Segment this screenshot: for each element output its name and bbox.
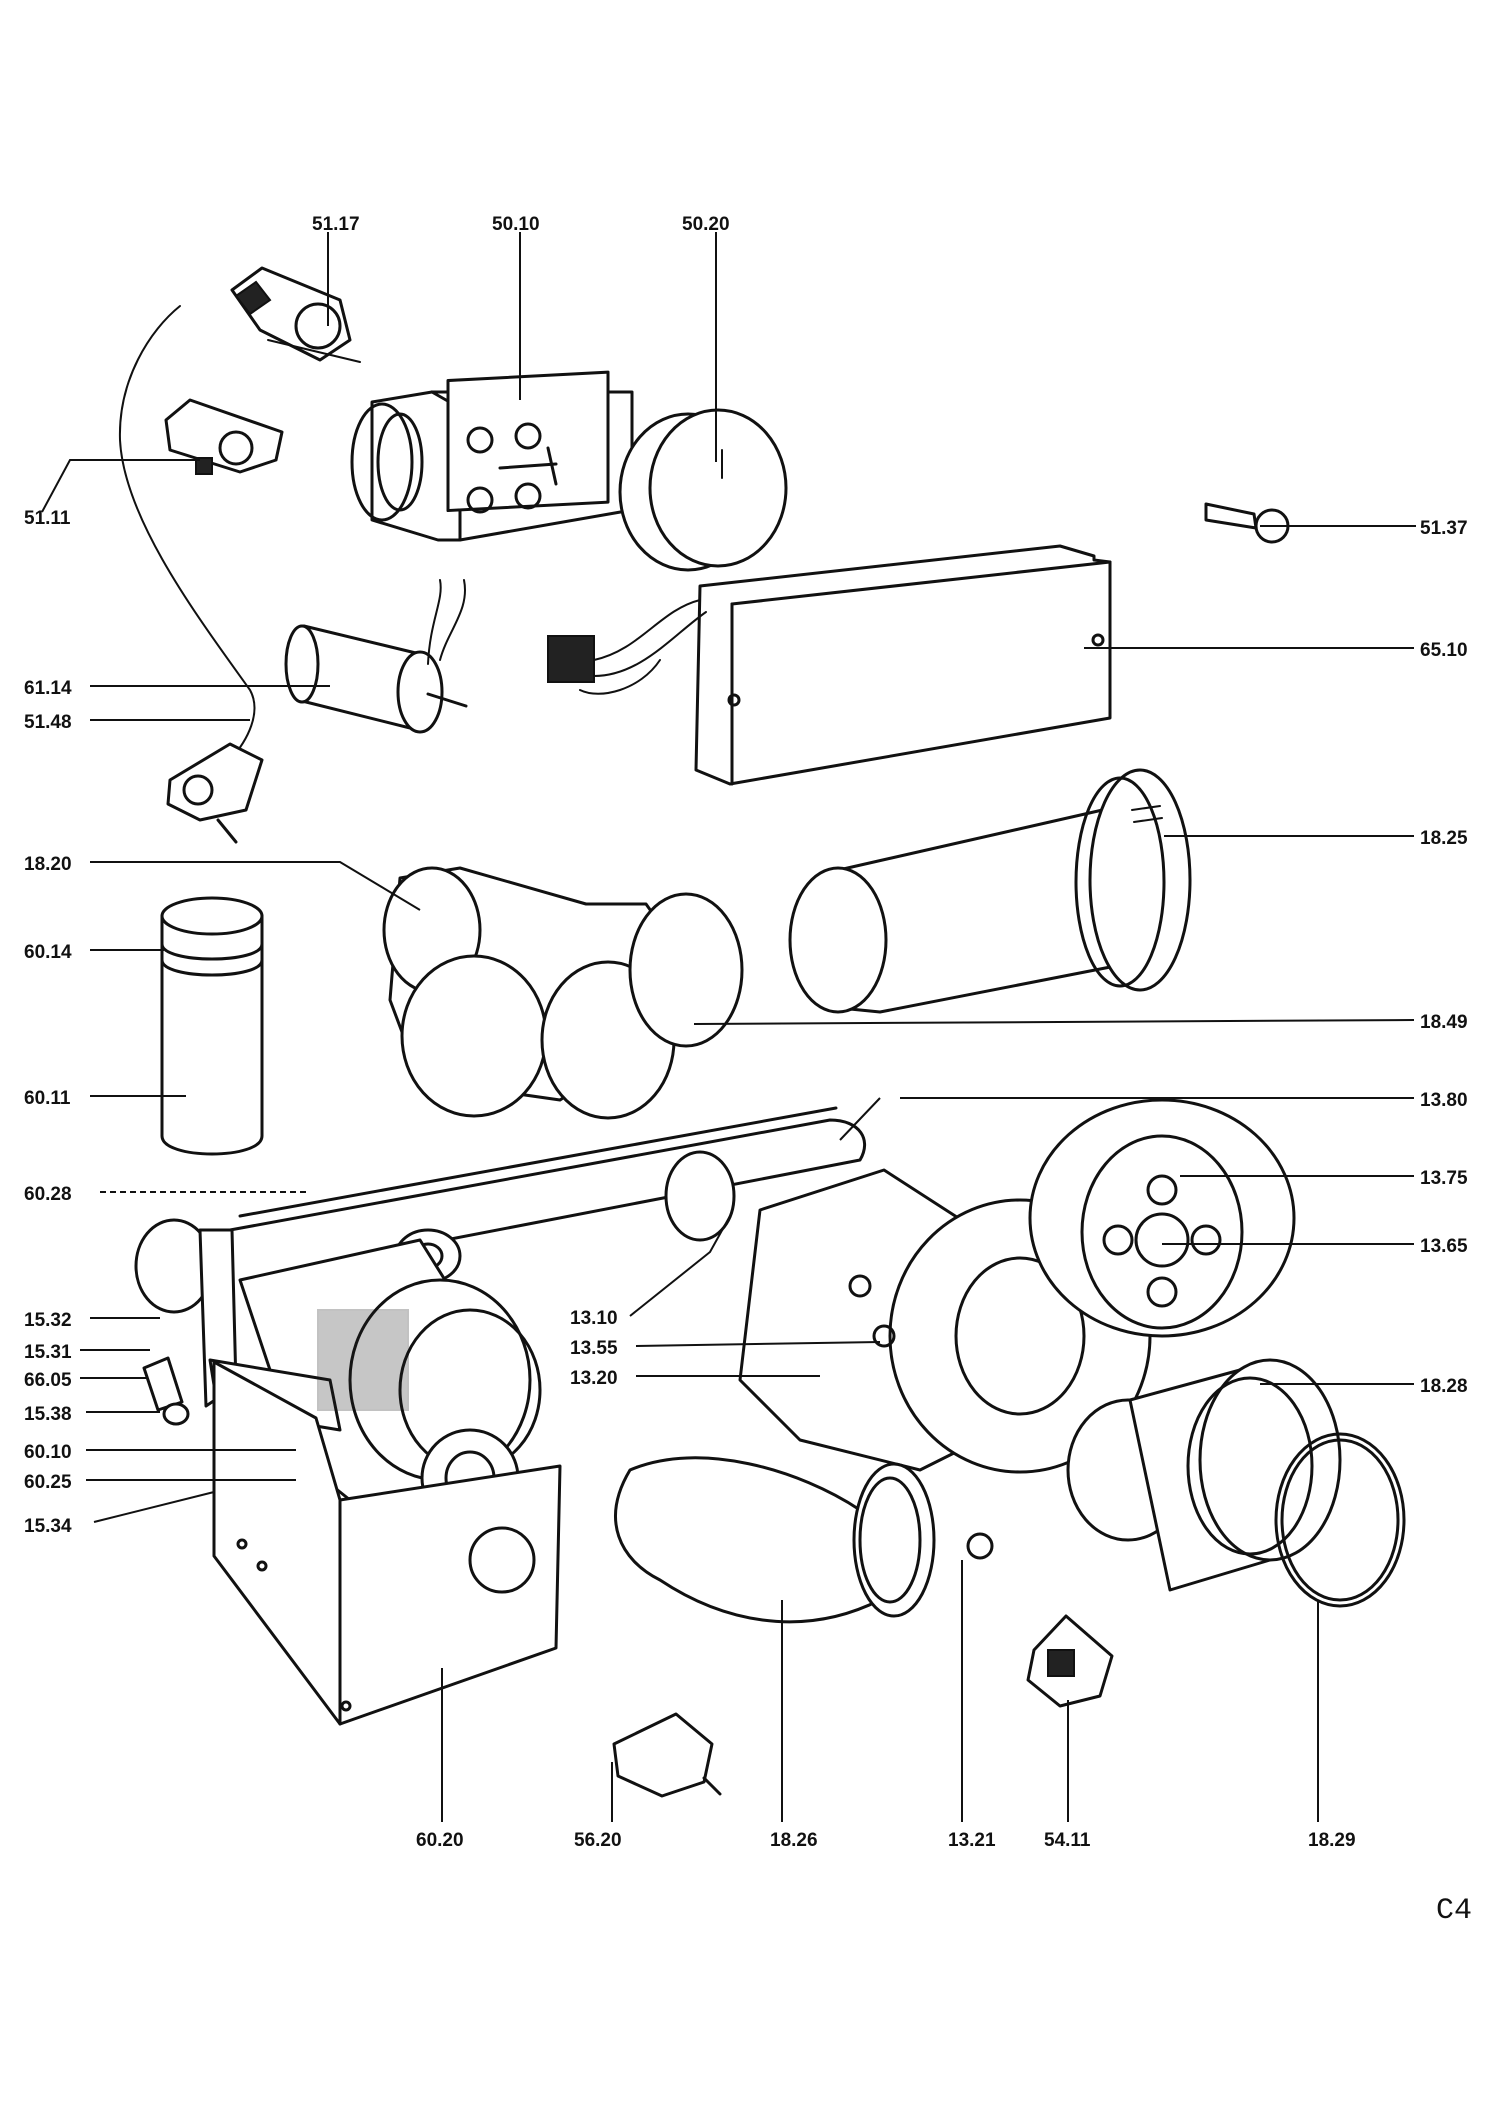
callout-18-26: 18.26 — [770, 1830, 818, 1851]
callout-13-55: 13.55 — [570, 1338, 618, 1359]
callout-13-10: 13.10 — [570, 1308, 618, 1329]
callout-60-20: 60.20 — [416, 1830, 464, 1851]
part-13-75-impeller — [1028, 1098, 1296, 1338]
part-60-20-base-plate — [212, 1360, 562, 1726]
leader-lines — [41, 232, 1416, 1822]
callout-51-37: 51.37 — [1420, 518, 1468, 539]
callout-18-20: 18.20 — [24, 854, 72, 875]
callout-61-14: 61.14 — [24, 678, 72, 699]
callout-66-05: 66.05 — [24, 1370, 72, 1391]
part-18-20-y-duct — [382, 866, 744, 1120]
part-51-48-plug — [166, 742, 264, 844]
callout-15-38: 15.38 — [24, 1404, 72, 1425]
callout-60-25: 60.25 — [24, 1472, 72, 1493]
part-60-10-motor — [134, 1218, 542, 1528]
callout-51-11: 51.11 — [24, 508, 71, 529]
callout-18-28: 18.28 — [1420, 1376, 1468, 1397]
part-65-10-control-box — [547, 544, 1112, 786]
part-50-20-knob — [618, 408, 788, 572]
callout-13-21: 13.21 — [948, 1830, 996, 1851]
part-51-17-thermostat — [230, 266, 361, 363]
part-15-38-connector — [142, 1356, 190, 1426]
callout-54-11: 54.11 — [1044, 1830, 1091, 1851]
callout-15-34: 15.34 — [24, 1516, 72, 1537]
callout-50-10: 50.10 — [492, 214, 540, 235]
part-18-25-duct — [788, 768, 1192, 1014]
callout-60-10: 60.10 — [24, 1442, 72, 1463]
callout-15-31: 15.31 — [24, 1342, 72, 1363]
callout-18-49: 18.49 — [1420, 1012, 1468, 1033]
part-50-10-timer — [350, 370, 634, 542]
part-18-28-coupler — [1066, 1358, 1342, 1592]
part-60-11-canister — [160, 896, 264, 1156]
callout-51-17: 51.17 — [312, 214, 360, 235]
callout-50-20: 50.20 — [682, 214, 730, 235]
callout-18-25: 18.25 — [1420, 828, 1468, 849]
callout-65-10: 65.10 — [1420, 640, 1468, 661]
callout-18-29: 18.29 — [1308, 1830, 1356, 1851]
part-54-11-switch — [1026, 1614, 1114, 1708]
callout-60-28: 60.28 — [24, 1184, 72, 1205]
callout-56-20: 56.20 — [574, 1830, 622, 1851]
callout-labels: 51.17 50.10 50.20 51.11 51.37 65.10 61.1… — [24, 214, 1468, 1851]
part-51-37-indicator — [1204, 502, 1290, 544]
callout-15-32: 15.32 — [24, 1310, 72, 1331]
part-61-14-capacitor — [284, 579, 468, 734]
callout-13-20: 13.20 — [570, 1368, 618, 1389]
callout-13-75: 13.75 — [1420, 1168, 1468, 1189]
callout-60-11: 60.11 — [24, 1088, 71, 1109]
part-56-20-box — [612, 1712, 722, 1798]
part-18-26-elbow — [614, 1456, 936, 1624]
part-18-29-ring — [1274, 1432, 1406, 1608]
callout-13-65: 13.65 — [1420, 1236, 1468, 1257]
callout-51-48: 51.48 — [24, 712, 72, 733]
callout-13-80: 13.80 — [1420, 1090, 1468, 1111]
part-51-11-switch — [118, 305, 284, 761]
callout-60-14: 60.14 — [24, 942, 72, 963]
sheet-label: C4 — [1436, 1894, 1472, 1928]
